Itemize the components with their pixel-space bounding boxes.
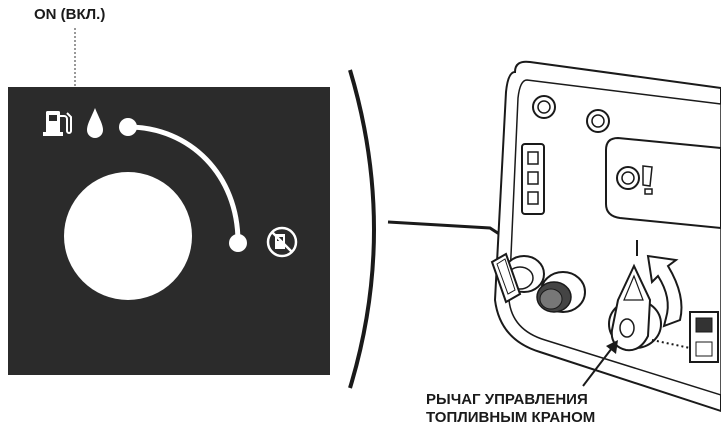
- lever-pointer-arrow: [582, 347, 613, 387]
- on-off-arc: [125, 124, 241, 245]
- fuel-valve-decal: [8, 87, 330, 375]
- fuel-lever-label: РЫЧАГ УПРАВЛЕНИЯ ТОПЛИВНЫМ КРАНОМ: [426, 391, 595, 427]
- on-position-label: ON (ВКЛ.): [34, 6, 106, 23]
- generator-control-panel: [490, 60, 721, 413]
- zoom-bracket-arc: [348, 69, 376, 389]
- indicator-recess: [605, 136, 721, 230]
- engine-switch: [490, 252, 545, 304]
- choke-knob: [536, 271, 586, 313]
- side-switch: [689, 311, 719, 363]
- on-position-dot: [119, 118, 137, 136]
- fuel-lever-label-line2: ТОПЛИВНЫМ КРАНОМ: [426, 409, 596, 426]
- lever-leader-dotted: [651, 339, 691, 349]
- fuel-drop-icon: [87, 108, 103, 138]
- fuel-valve-lever: [608, 263, 662, 352]
- off-position-dot: [229, 234, 247, 252]
- valve-knob-circle: [64, 172, 192, 300]
- fuel-pump-icon: [43, 111, 72, 136]
- on-direction-arrow: [646, 254, 683, 328]
- fuel-lever-label-line1: РЫЧАГ УПРАВЛЕНИЯ: [426, 391, 588, 408]
- fuel-pump-crossed-icon: [266, 226, 298, 258]
